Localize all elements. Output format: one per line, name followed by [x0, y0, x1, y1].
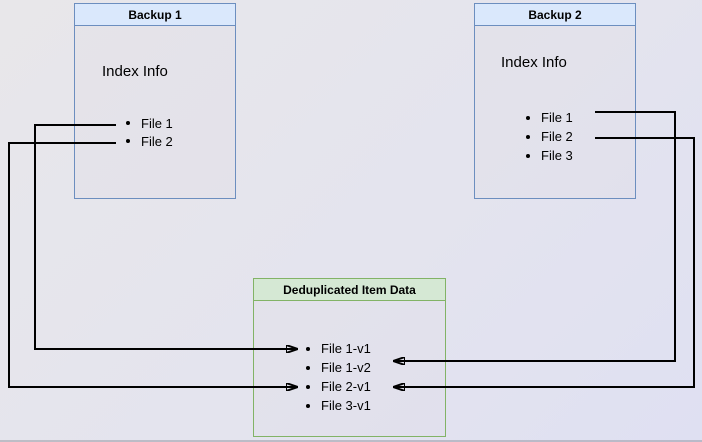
dedup-title: Deduplicated Item Data — [254, 279, 445, 301]
backup1-file-list: File 1 File 2 — [126, 114, 173, 150]
bullet-icon — [126, 139, 130, 143]
dedup-file-2-v1: File 2-v1 — [306, 377, 371, 396]
backup1-index-info-label: Index Info — [102, 63, 168, 80]
bullet-icon — [306, 403, 310, 408]
dedup-item-list: File 1-v1 File 1-v2 File 2-v1 File 3-v1 — [306, 339, 371, 415]
backup2-file-1-label: File 1 — [541, 110, 573, 125]
backup2-file-2: File 2 — [526, 127, 573, 146]
backup2-file-2-label: File 2 — [541, 129, 573, 144]
backup2-index-info-label: Index Info — [501, 54, 567, 71]
backup1-file-2: File 2 — [126, 132, 173, 150]
bullet-icon — [526, 153, 530, 158]
dedup-file-2-v1-label: File 2-v1 — [321, 379, 371, 394]
dedup-node: Deduplicated Item Data File 1-v1 File 1-… — [253, 278, 446, 437]
dedup-file-3-v1-label: File 3-v1 — [321, 398, 371, 413]
backup2-node: Backup 2 Index Info File 1 File 2 File 3 — [474, 3, 636, 199]
window-bottom-edge — [0, 440, 702, 442]
backup2-file-3-label: File 3 — [541, 148, 573, 163]
backup2-title: Backup 2 — [475, 4, 635, 26]
dedup-file-1-v2-label: File 1-v2 — [321, 360, 371, 375]
bullet-icon — [306, 346, 310, 351]
bullet-icon — [526, 134, 530, 139]
dedup-file-1-v2: File 1-v2 — [306, 358, 371, 377]
dedup-file-3-v1: File 3-v1 — [306, 396, 371, 415]
backup1-title: Backup 1 — [75, 4, 235, 26]
backup2-file-1: File 1 — [526, 108, 573, 127]
bullet-icon — [526, 115, 530, 120]
backup2-file-list: File 1 File 2 File 3 — [526, 108, 573, 165]
bullet-icon — [306, 384, 310, 389]
dedup-file-1-v1-label: File 1-v1 — [321, 341, 371, 356]
bullet-icon — [306, 365, 310, 370]
backup1-file-2-label: File 2 — [141, 133, 173, 149]
bullet-icon — [126, 121, 130, 125]
backup1-node: Backup 1 Index Info File 1 File 2 — [74, 3, 236, 199]
backup1-file-1: File 1 — [126, 114, 173, 132]
backup2-file-3: File 3 — [526, 146, 573, 165]
backup1-file-1-label: File 1 — [141, 115, 173, 131]
dedup-file-1-v1: File 1-v1 — [306, 339, 371, 358]
